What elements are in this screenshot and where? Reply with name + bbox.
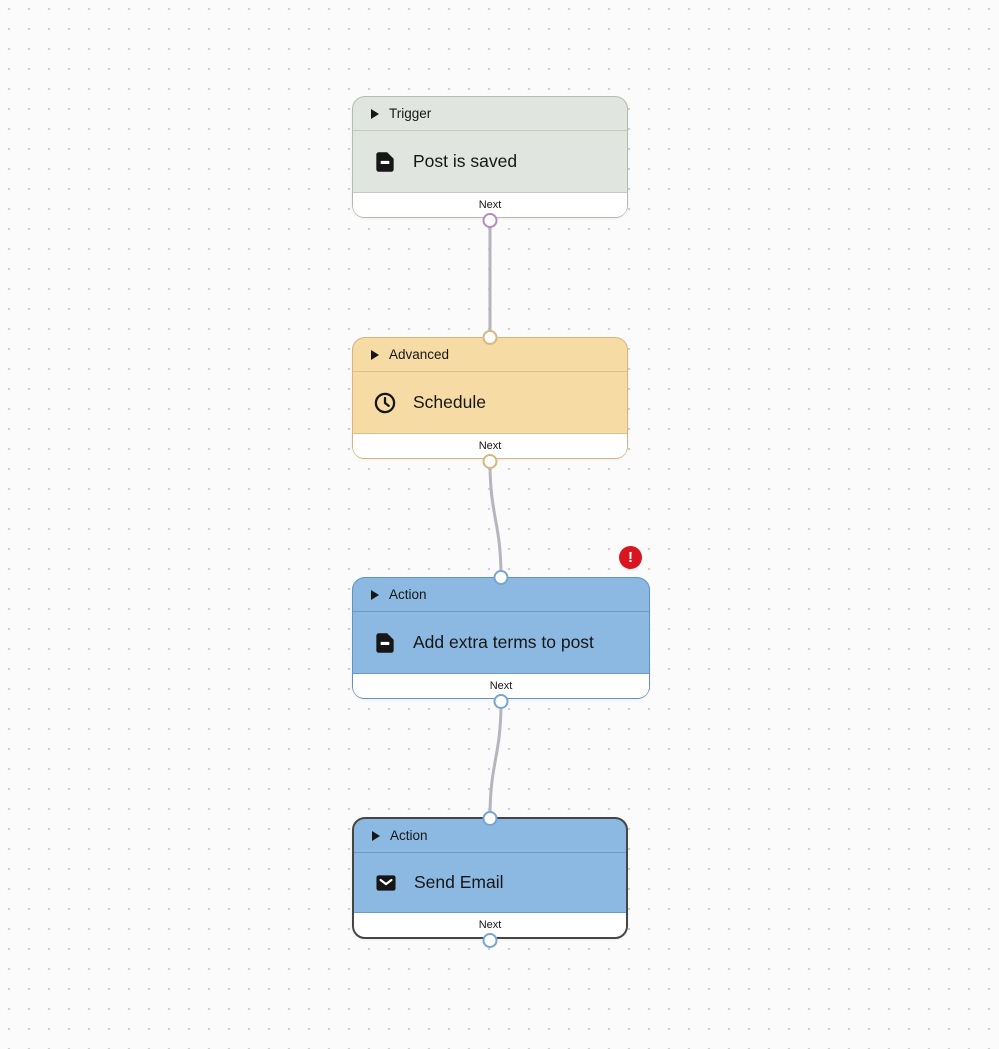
collapse-arrow-icon[interactable]	[371, 108, 379, 119]
node-title-label: Send Email	[414, 872, 504, 892]
node-title-label: Add extra terms to post	[413, 632, 594, 652]
node-category-label: Advanced	[389, 347, 450, 362]
node-trigger-post-is-saved[interactable]: Trigger Post is saved Next	[352, 96, 628, 228]
next-label: Next	[489, 680, 513, 692]
mail-icon	[376, 874, 396, 891]
node-body[interactable]: Schedule	[353, 372, 627, 433]
error-exclamation-icon: !	[628, 549, 633, 566]
node-footer: Next	[353, 433, 627, 458]
node-header[interactable]: Action	[354, 819, 626, 853]
next-label: Next	[478, 440, 502, 452]
clock-icon	[374, 392, 396, 413]
node-category-label: Trigger	[389, 106, 432, 121]
node-body[interactable]: Post is saved	[353, 131, 627, 192]
node-footer: Next	[353, 673, 649, 698]
input-port[interactable]	[482, 330, 498, 345]
node-footer: Next	[354, 912, 626, 937]
node-footer: Next	[353, 192, 627, 217]
next-label: Next	[478, 199, 502, 211]
output-port[interactable]	[482, 213, 498, 228]
collapse-arrow-icon[interactable]	[372, 830, 380, 841]
node-header[interactable]: Action	[353, 578, 649, 612]
collapse-arrow-icon[interactable]	[371, 589, 379, 600]
input-port[interactable]	[493, 570, 509, 585]
connection-wire[interactable]	[488, 700, 503, 819]
node-category-label: Action	[389, 587, 427, 602]
node-action-send-email[interactable]: Action Send Email Next	[352, 811, 628, 948]
node-action-add-extra-terms[interactable]: ! Action Add extra terms to post Next	[352, 546, 650, 709]
output-port[interactable]	[482, 454, 498, 469]
output-port[interactable]	[493, 694, 509, 709]
error-badge[interactable]: !	[619, 546, 642, 569]
input-port[interactable]	[482, 811, 498, 826]
node-title-label: Schedule	[413, 392, 486, 412]
node-header[interactable]: Trigger	[353, 97, 627, 131]
connection-wire[interactable]	[488, 460, 503, 579]
node-category-label: Action	[390, 828, 428, 843]
node-header[interactable]: Advanced	[353, 338, 627, 372]
output-port[interactable]	[482, 933, 498, 948]
node-body[interactable]: Add extra terms to post	[353, 612, 649, 673]
node-advanced-schedule[interactable]: Advanced Schedule Next	[352, 330, 628, 469]
node-title-label: Post is saved	[413, 151, 518, 171]
document-icon	[376, 151, 394, 172]
node-body[interactable]: Send Email	[354, 853, 626, 912]
collapse-arrow-icon[interactable]	[371, 349, 379, 360]
next-label: Next	[478, 919, 502, 931]
document-icon	[376, 632, 394, 653]
